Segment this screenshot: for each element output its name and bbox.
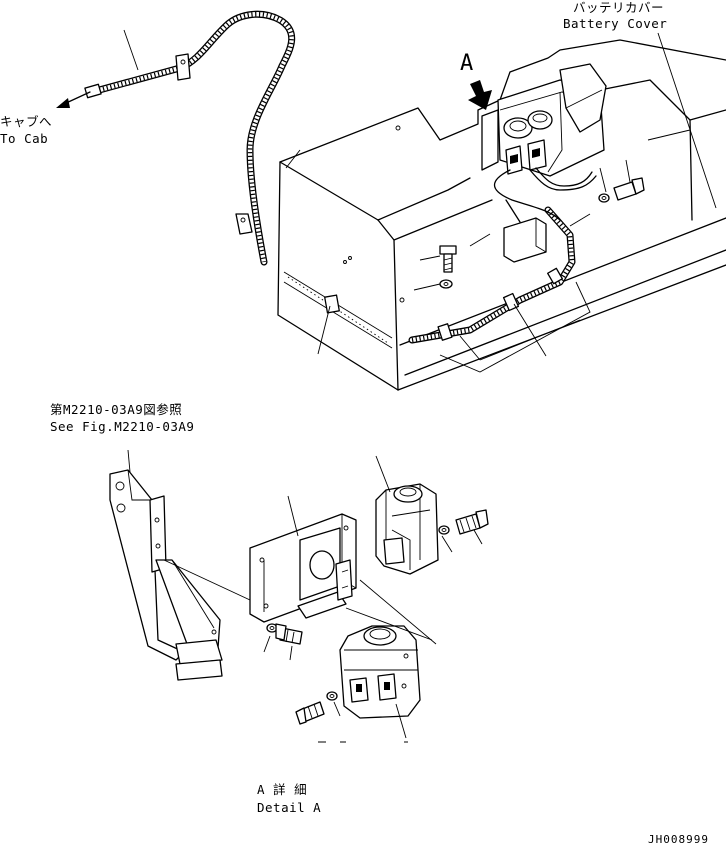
drawing-code: JH008999 — [648, 833, 709, 846]
top-leader-lines — [123, 29, 717, 361]
mounting-plate — [249, 513, 357, 623]
machine-body — [277, 39, 726, 391]
battery-cover-label-en: Battery Cover — [563, 16, 668, 31]
battery-relay — [339, 625, 421, 719]
relay-cover — [375, 483, 439, 575]
see-fig-label-en: See Fig.M2210-03A9 — [50, 419, 195, 434]
battery-relay-assembly-top — [481, 63, 607, 263]
top-fasteners — [439, 177, 645, 289]
mounting-bracket — [109, 469, 223, 681]
view-a-arrow — [468, 80, 492, 110]
to-cab-label-jp: キャブへ — [0, 114, 53, 129]
to-cab-label-en: To Cab — [0, 131, 49, 146]
detail-leader-lines — [127, 449, 483, 743]
battery-cover-label-jp: バッテリカバー — [573, 0, 665, 15]
see-fig-label-jp: 第M2210-03A9図参照 — [50, 402, 183, 417]
to-cab-arrow — [56, 91, 91, 108]
view-a-letter: A — [460, 51, 474, 76]
detail-a-label-jp: A 詳 細 — [257, 782, 308, 797]
side-harness — [324, 206, 591, 373]
detail-a-label-en: Detail A — [257, 800, 322, 815]
bottom-fasteners — [266, 509, 489, 725]
main-wiring-harness — [84, 10, 296, 266]
